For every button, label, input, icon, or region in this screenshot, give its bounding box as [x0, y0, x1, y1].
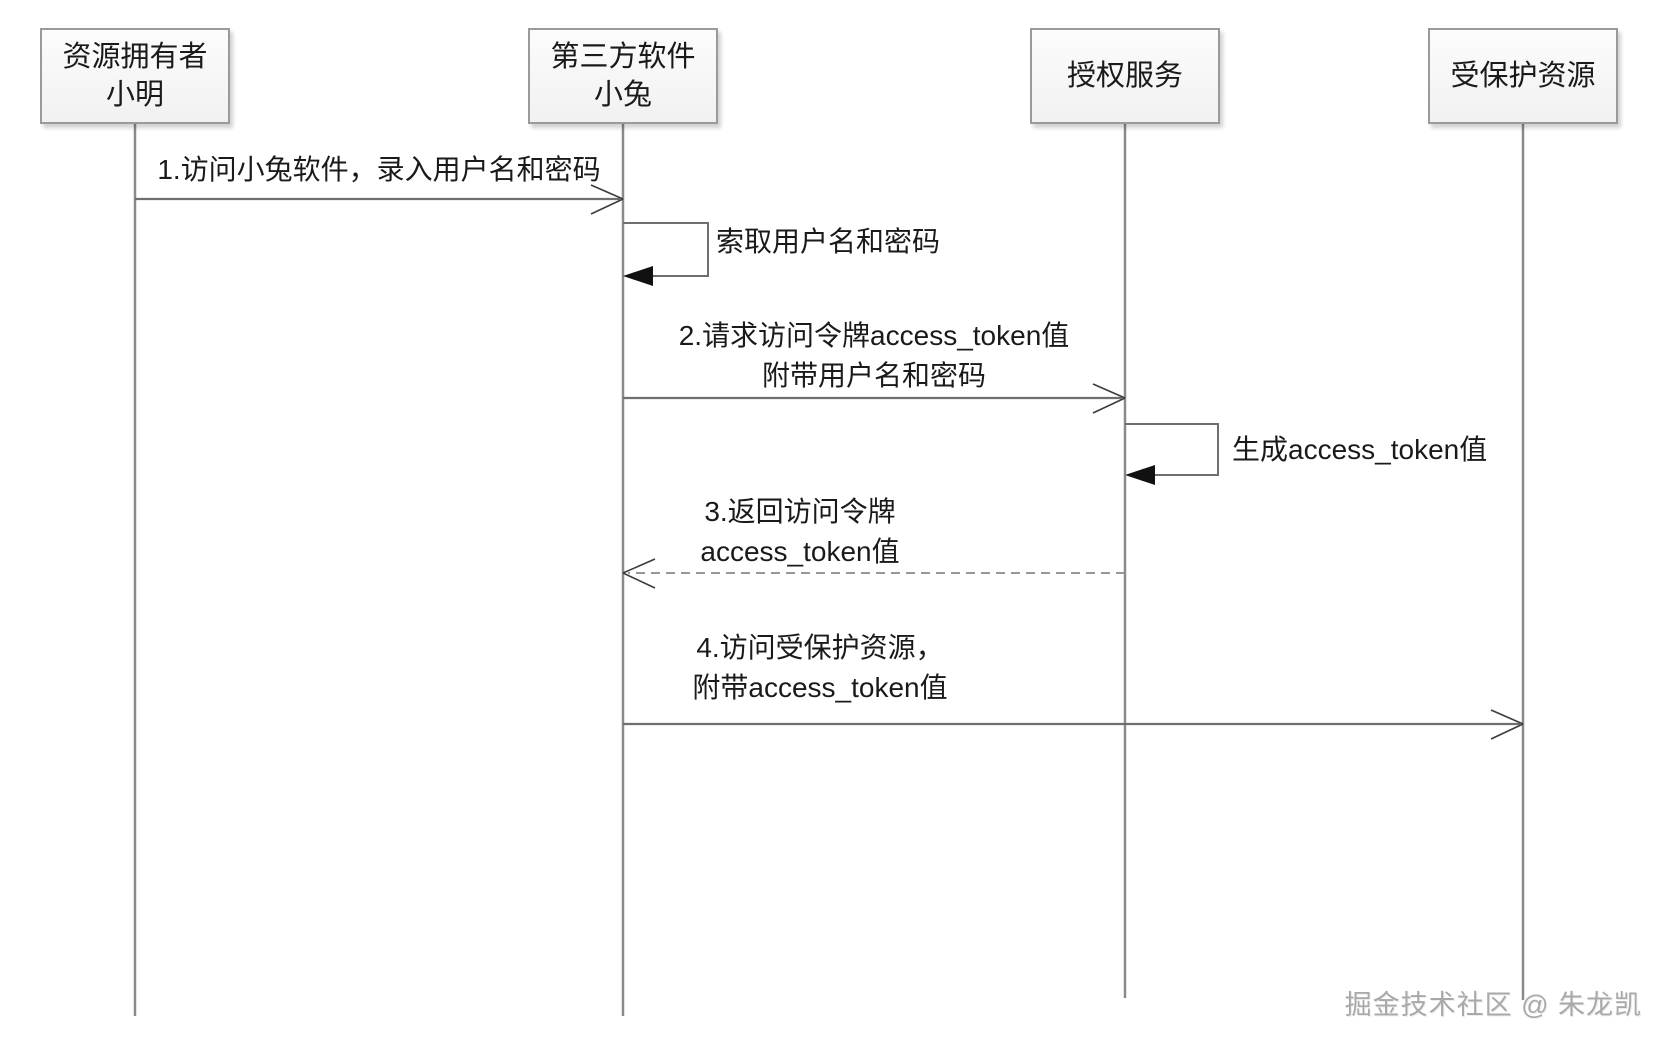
message2-label: 2.请求访问令牌access_token值 附带用户名和密码 [624, 316, 1124, 396]
self-message2-loop [1125, 423, 1219, 476]
message3-arrowhead [622, 558, 656, 589]
message3-label: 3.返回访问令牌 access_token值 [600, 492, 1000, 572]
message4-label: 4.访问受保护资源， 附带access_token值 [620, 628, 1020, 708]
self-message1-label-line1: 索取用户名和密码 [716, 226, 941, 257]
message4-arrowhead [1490, 709, 1524, 740]
message3-label-line1: 3.返回访问令牌 [704, 496, 896, 527]
self-message2-label-line1: 生成access_token值 [1232, 434, 1488, 465]
message3-label-line2: access_token值 [700, 536, 900, 567]
actor-label-line1: 授权服务 [1066, 60, 1183, 92]
actor-label-line2: 小明 [105, 79, 164, 111]
message1-arrowhead [590, 184, 624, 215]
message2-label-line1: 2.请求访问令牌access_token值 [678, 320, 1070, 351]
actor-label-line1: 第三方软件 [550, 41, 696, 73]
actor-box-third-party-app: 第三方软件 小兔 [528, 28, 718, 124]
message1-label-line1: 1.访问小兔软件，录入用户名和密码 [157, 154, 601, 185]
self-message1-arrowhead [623, 266, 653, 286]
self-message2-label: 生成access_token值 [1232, 432, 1487, 468]
actor-label-line1: 受保护资源 [1450, 60, 1596, 92]
message1-label: 1.访问小兔软件，录入用户名和密码 [135, 152, 623, 188]
message2-arrowhead [1092, 383, 1126, 414]
actor-label-line1: 资源拥有者 [62, 41, 208, 73]
actor-box-resource-owner: 资源拥有者 小明 [40, 28, 230, 124]
actor-box-auth-service: 授权服务 [1030, 28, 1220, 124]
self-message1-loop [623, 222, 709, 277]
message2-label-line2: 附带用户名和密码 [761, 360, 986, 391]
message4-label-line2: 附带access_token值 [692, 672, 948, 703]
self-message2-arrowhead [1125, 465, 1155, 485]
self-message1-label: 索取用户名和密码 [716, 224, 940, 260]
message4-label-line1: 4.访问受保护资源， [696, 632, 944, 663]
actor-label-line2: 小兔 [593, 79, 652, 111]
actor-box-protected-resource: 受保护资源 [1428, 28, 1618, 124]
watermark-text: 掘金技术社区 @ 朱龙凯 [1344, 990, 1642, 1020]
